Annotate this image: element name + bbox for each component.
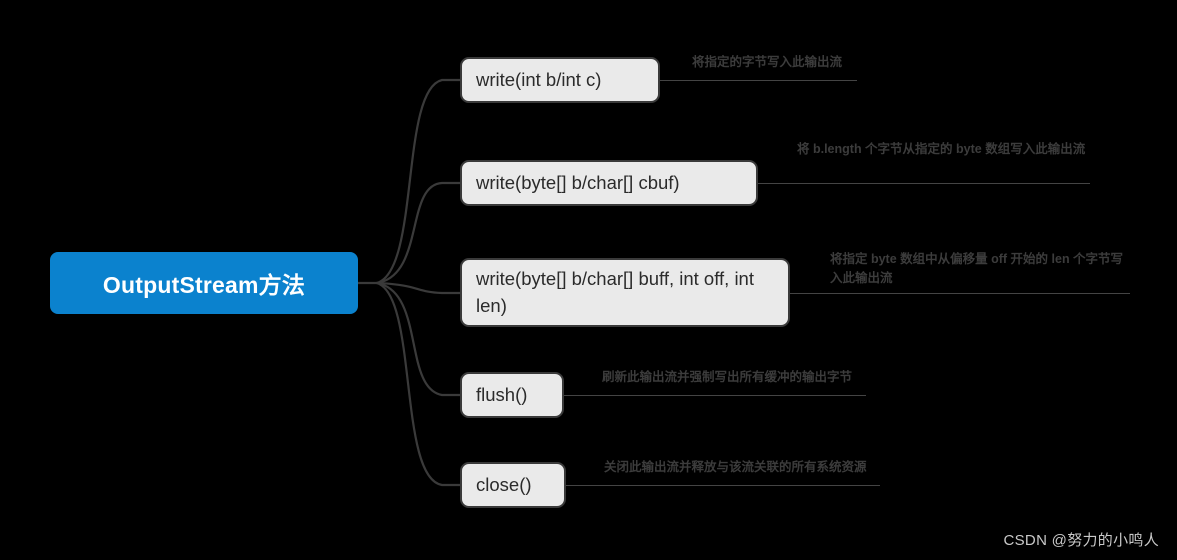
- root-node-label: OutputStream方法: [102, 272, 306, 298]
- annotation-write-array-off-len: 将指定 byte 数组中从偏移量 off 开始的 len 个字节写入此输出流: [830, 252, 1124, 285]
- annotation-rule: [566, 485, 880, 486]
- annotation-rule: [758, 183, 1090, 184]
- annotation-rule: [564, 395, 866, 396]
- node-label: flush(): [476, 383, 528, 405]
- node-flush[interactable]: flush(): [460, 372, 564, 418]
- annotation-flush: 刷新此输出流并强制写出所有缓冲的输出字节: [602, 370, 853, 384]
- csdn-watermark: CSDN @努力的小鸣人: [1003, 532, 1159, 549]
- node-label: write(byte[] b/char[] buff, int off, int…: [476, 267, 760, 316]
- node-label: write(byte[] b/char[] cbuf): [476, 171, 680, 193]
- annotation-rule: [660, 80, 857, 81]
- node-write-int[interactable]: write(int b/int c): [460, 57, 660, 103]
- node-label: close(): [476, 473, 532, 495]
- annotation-write-int: 将指定的字节写入此输出流: [692, 55, 843, 69]
- node-write-array-off-len[interactable]: write(byte[] b/char[] buff, int off, int…: [460, 258, 790, 327]
- root-node-outputstream[interactable]: OutputStream方法: [50, 252, 358, 314]
- node-write-array[interactable]: write(byte[] b/char[] cbuf): [460, 160, 758, 206]
- node-label: write(int b/int c): [476, 68, 602, 90]
- node-close[interactable]: close(): [460, 462, 566, 508]
- annotation-rule: [790, 293, 1130, 294]
- annotation-write-array: 将 b.length 个字节从指定的 byte 数组写入此输出流: [797, 142, 1086, 156]
- annotation-close: 关闭此输出流并释放与该流关联的所有系统资源: [604, 460, 867, 474]
